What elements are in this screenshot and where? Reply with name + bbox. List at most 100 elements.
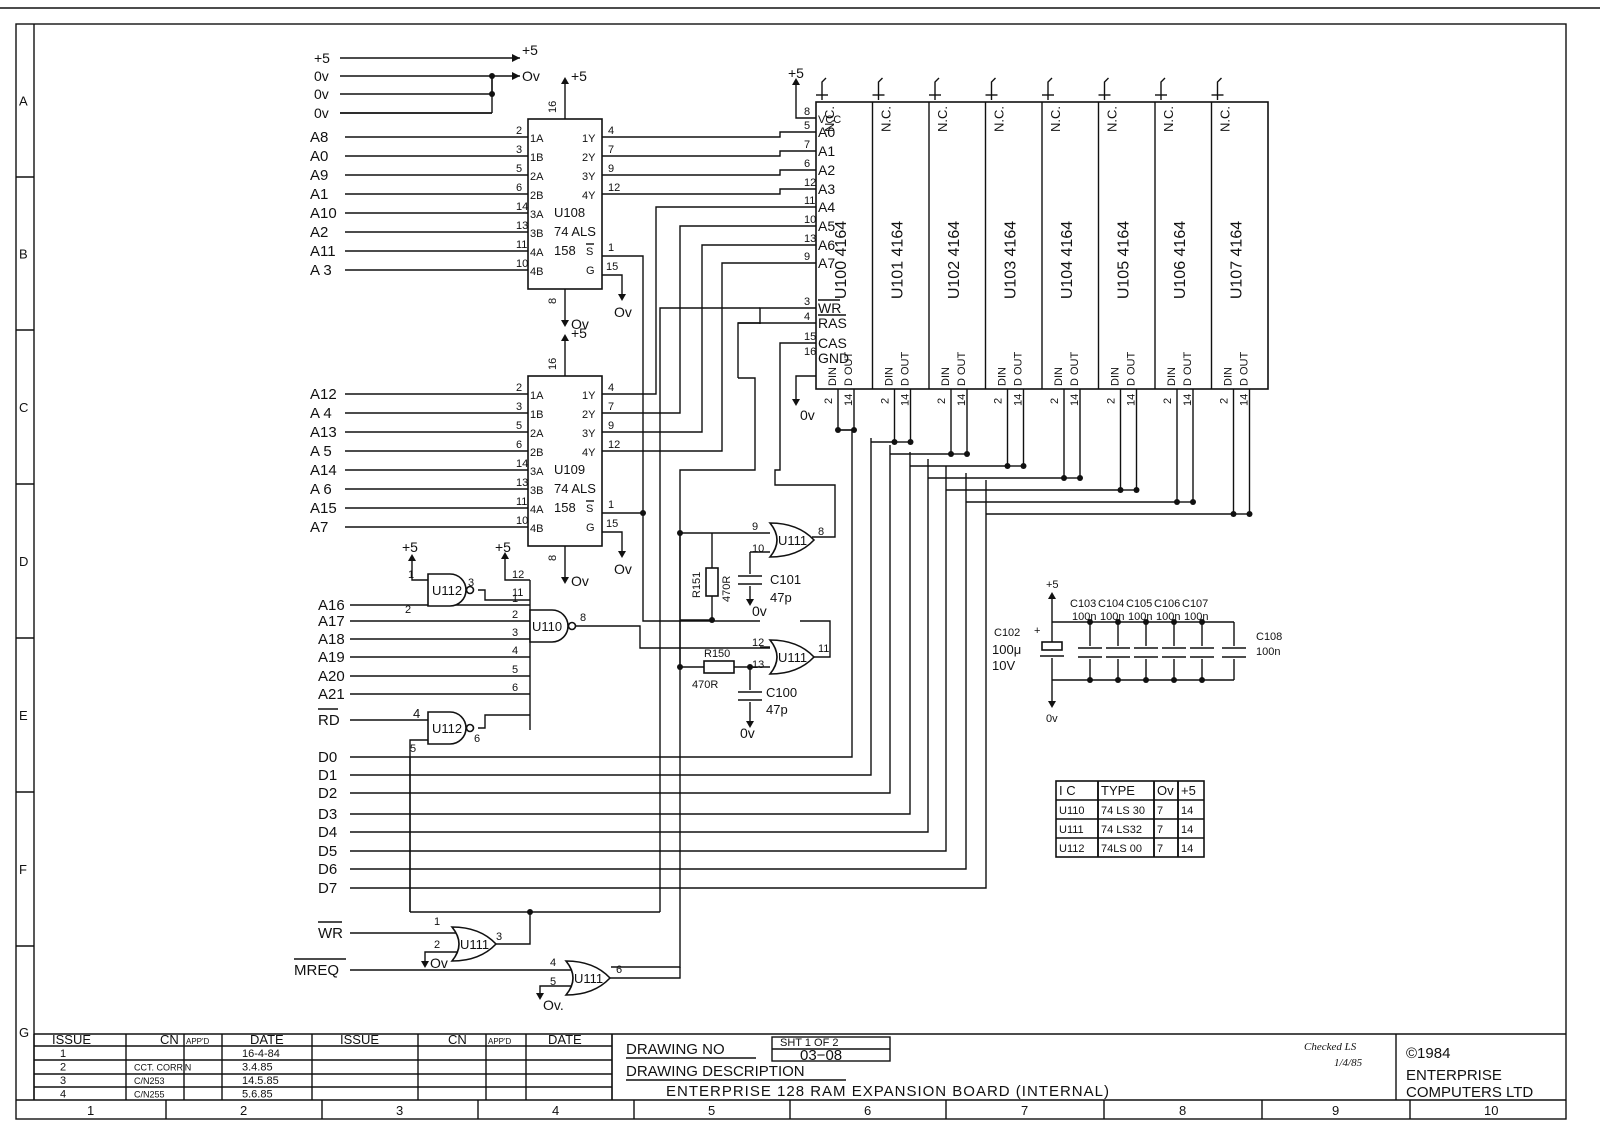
wire — [608, 967, 681, 979]
pin-number: 13 — [804, 233, 816, 245]
ram-pin-name: A1 — [818, 143, 835, 159]
pin-number: 5 — [512, 664, 518, 676]
pin-number: 13 — [516, 220, 528, 232]
pin-number: 14 — [516, 458, 528, 470]
wire — [504, 556, 530, 581]
wire — [424, 951, 460, 962]
wire — [737, 322, 816, 378]
power-label: 0v — [752, 603, 767, 619]
pin-name: S — [586, 246, 593, 258]
logic-gates: U1119108U111121311U1121231234561211U1124… — [405, 521, 829, 996]
address-input-label: A 5 — [310, 443, 332, 460]
wire — [1160, 77, 1166, 100]
pin-name: 2A — [530, 428, 544, 440]
issue-date: 16-4-84 — [242, 1048, 280, 1060]
power-label: +5 — [571, 68, 587, 84]
copyright-year: ©1984 — [1406, 1045, 1450, 1062]
pin-name: 1Y — [582, 390, 596, 402]
row-letter: E — [19, 708, 28, 723]
pin-number: 10 — [516, 258, 528, 270]
pin-number: 14 — [1126, 394, 1138, 406]
ram-pin-name: A3 — [818, 181, 835, 197]
or-gate-body — [450, 926, 498, 962]
ram-pin-name: RAS — [818, 315, 847, 331]
mux-body — [527, 375, 603, 547]
pin-number: 5 — [804, 120, 810, 132]
junction-dot — [1087, 619, 1093, 625]
junction-dot — [640, 510, 646, 516]
c100-label: C100 — [766, 685, 797, 700]
wire — [478, 714, 530, 729]
address-input-label: A 6 — [310, 481, 332, 498]
ram-pin-name: A7 — [818, 255, 835, 271]
drawing-description: ENTERPRISE 128 RAM EXPANSION BOARD (INTE… — [666, 1083, 1110, 1100]
ic-table-cell: 7 — [1157, 824, 1163, 836]
gate-label: U111 — [778, 533, 807, 548]
wire — [795, 375, 816, 400]
wire — [602, 255, 760, 622]
pin-number: 3 — [496, 931, 502, 943]
pin-number: 3 — [468, 577, 474, 589]
pin-name: 2Y — [582, 152, 596, 164]
ic-table-header: I C — [1059, 783, 1076, 798]
pin-number: 10 — [516, 515, 528, 527]
power-label: +5 — [522, 42, 538, 58]
ram-chip-label: U102 4164 — [946, 221, 963, 299]
wire — [602, 206, 816, 395]
arrow-right-icon — [512, 54, 520, 62]
arrow-down-icon — [746, 599, 754, 606]
c108-value: 100n — [1256, 646, 1280, 658]
pin-number: 3 — [512, 627, 518, 639]
pin-number: 15 — [606, 518, 618, 530]
address-input-label: A18 — [318, 631, 345, 648]
nc-label: N.C. — [1161, 106, 1176, 132]
issue-number: 3 — [60, 1075, 66, 1087]
dout-label: D OUT — [1069, 352, 1081, 387]
pin-number: 8 — [804, 106, 810, 118]
ic-table-cell: 74 LS 30 — [1101, 805, 1145, 817]
pin-number: 3 — [516, 401, 522, 413]
pin-name: 3B — [530, 485, 543, 497]
issue-cn: CCT. CORR'N — [134, 1063, 191, 1073]
ic-table-header: Ov — [1157, 783, 1174, 798]
pin-number: 6 — [616, 964, 622, 976]
arrow-up-icon — [408, 554, 416, 561]
checked-date: 1/4/85 — [1334, 1057, 1363, 1069]
pin-number: 2 — [823, 398, 835, 404]
arrow-up-icon — [561, 77, 569, 84]
pin-number: 2 — [434, 939, 440, 951]
wire — [774, 342, 836, 538]
dout-label: D OUT — [1239, 352, 1251, 387]
column-number: 3 — [396, 1103, 403, 1118]
c100-value: 47p — [766, 702, 788, 717]
rd-input-label: RD — [318, 712, 340, 729]
mux-u108: +516Ov821A31B52A62B143A133B114A104B1Y42Y… — [516, 68, 632, 332]
issue-header: ISSUE — [52, 1032, 91, 1047]
issue-header: APP'D — [488, 1037, 512, 1046]
arrow-right-icon — [512, 72, 520, 80]
wire — [821, 77, 827, 100]
ram-chip-label: U101 4164 — [890, 221, 907, 299]
pin-number: 2 — [516, 125, 522, 137]
wire — [350, 459, 929, 833]
c108-label: C108 — [1256, 631, 1282, 643]
junction-dot — [1190, 499, 1196, 505]
power-label: +5 — [788, 65, 804, 81]
arrow-up-icon — [1048, 592, 1056, 599]
address-input-label: A13 — [310, 424, 337, 441]
power-label: +5 — [1046, 579, 1059, 591]
pin-number: 5 — [550, 976, 556, 988]
pin-number: 2 — [1162, 398, 1174, 404]
wire — [539, 985, 574, 994]
cap-value: 100n — [1184, 611, 1208, 623]
ram-chip-label: U106 4164 — [1172, 221, 1189, 299]
arrow-down-icon — [746, 721, 754, 728]
or-gate-body — [564, 960, 612, 996]
pin-number: 15 — [606, 261, 618, 273]
pin-name: G — [586, 522, 595, 534]
pin-number: 1 — [434, 916, 440, 928]
pin-number: 6 — [516, 439, 522, 451]
c102-voltage: 10V — [992, 658, 1015, 673]
